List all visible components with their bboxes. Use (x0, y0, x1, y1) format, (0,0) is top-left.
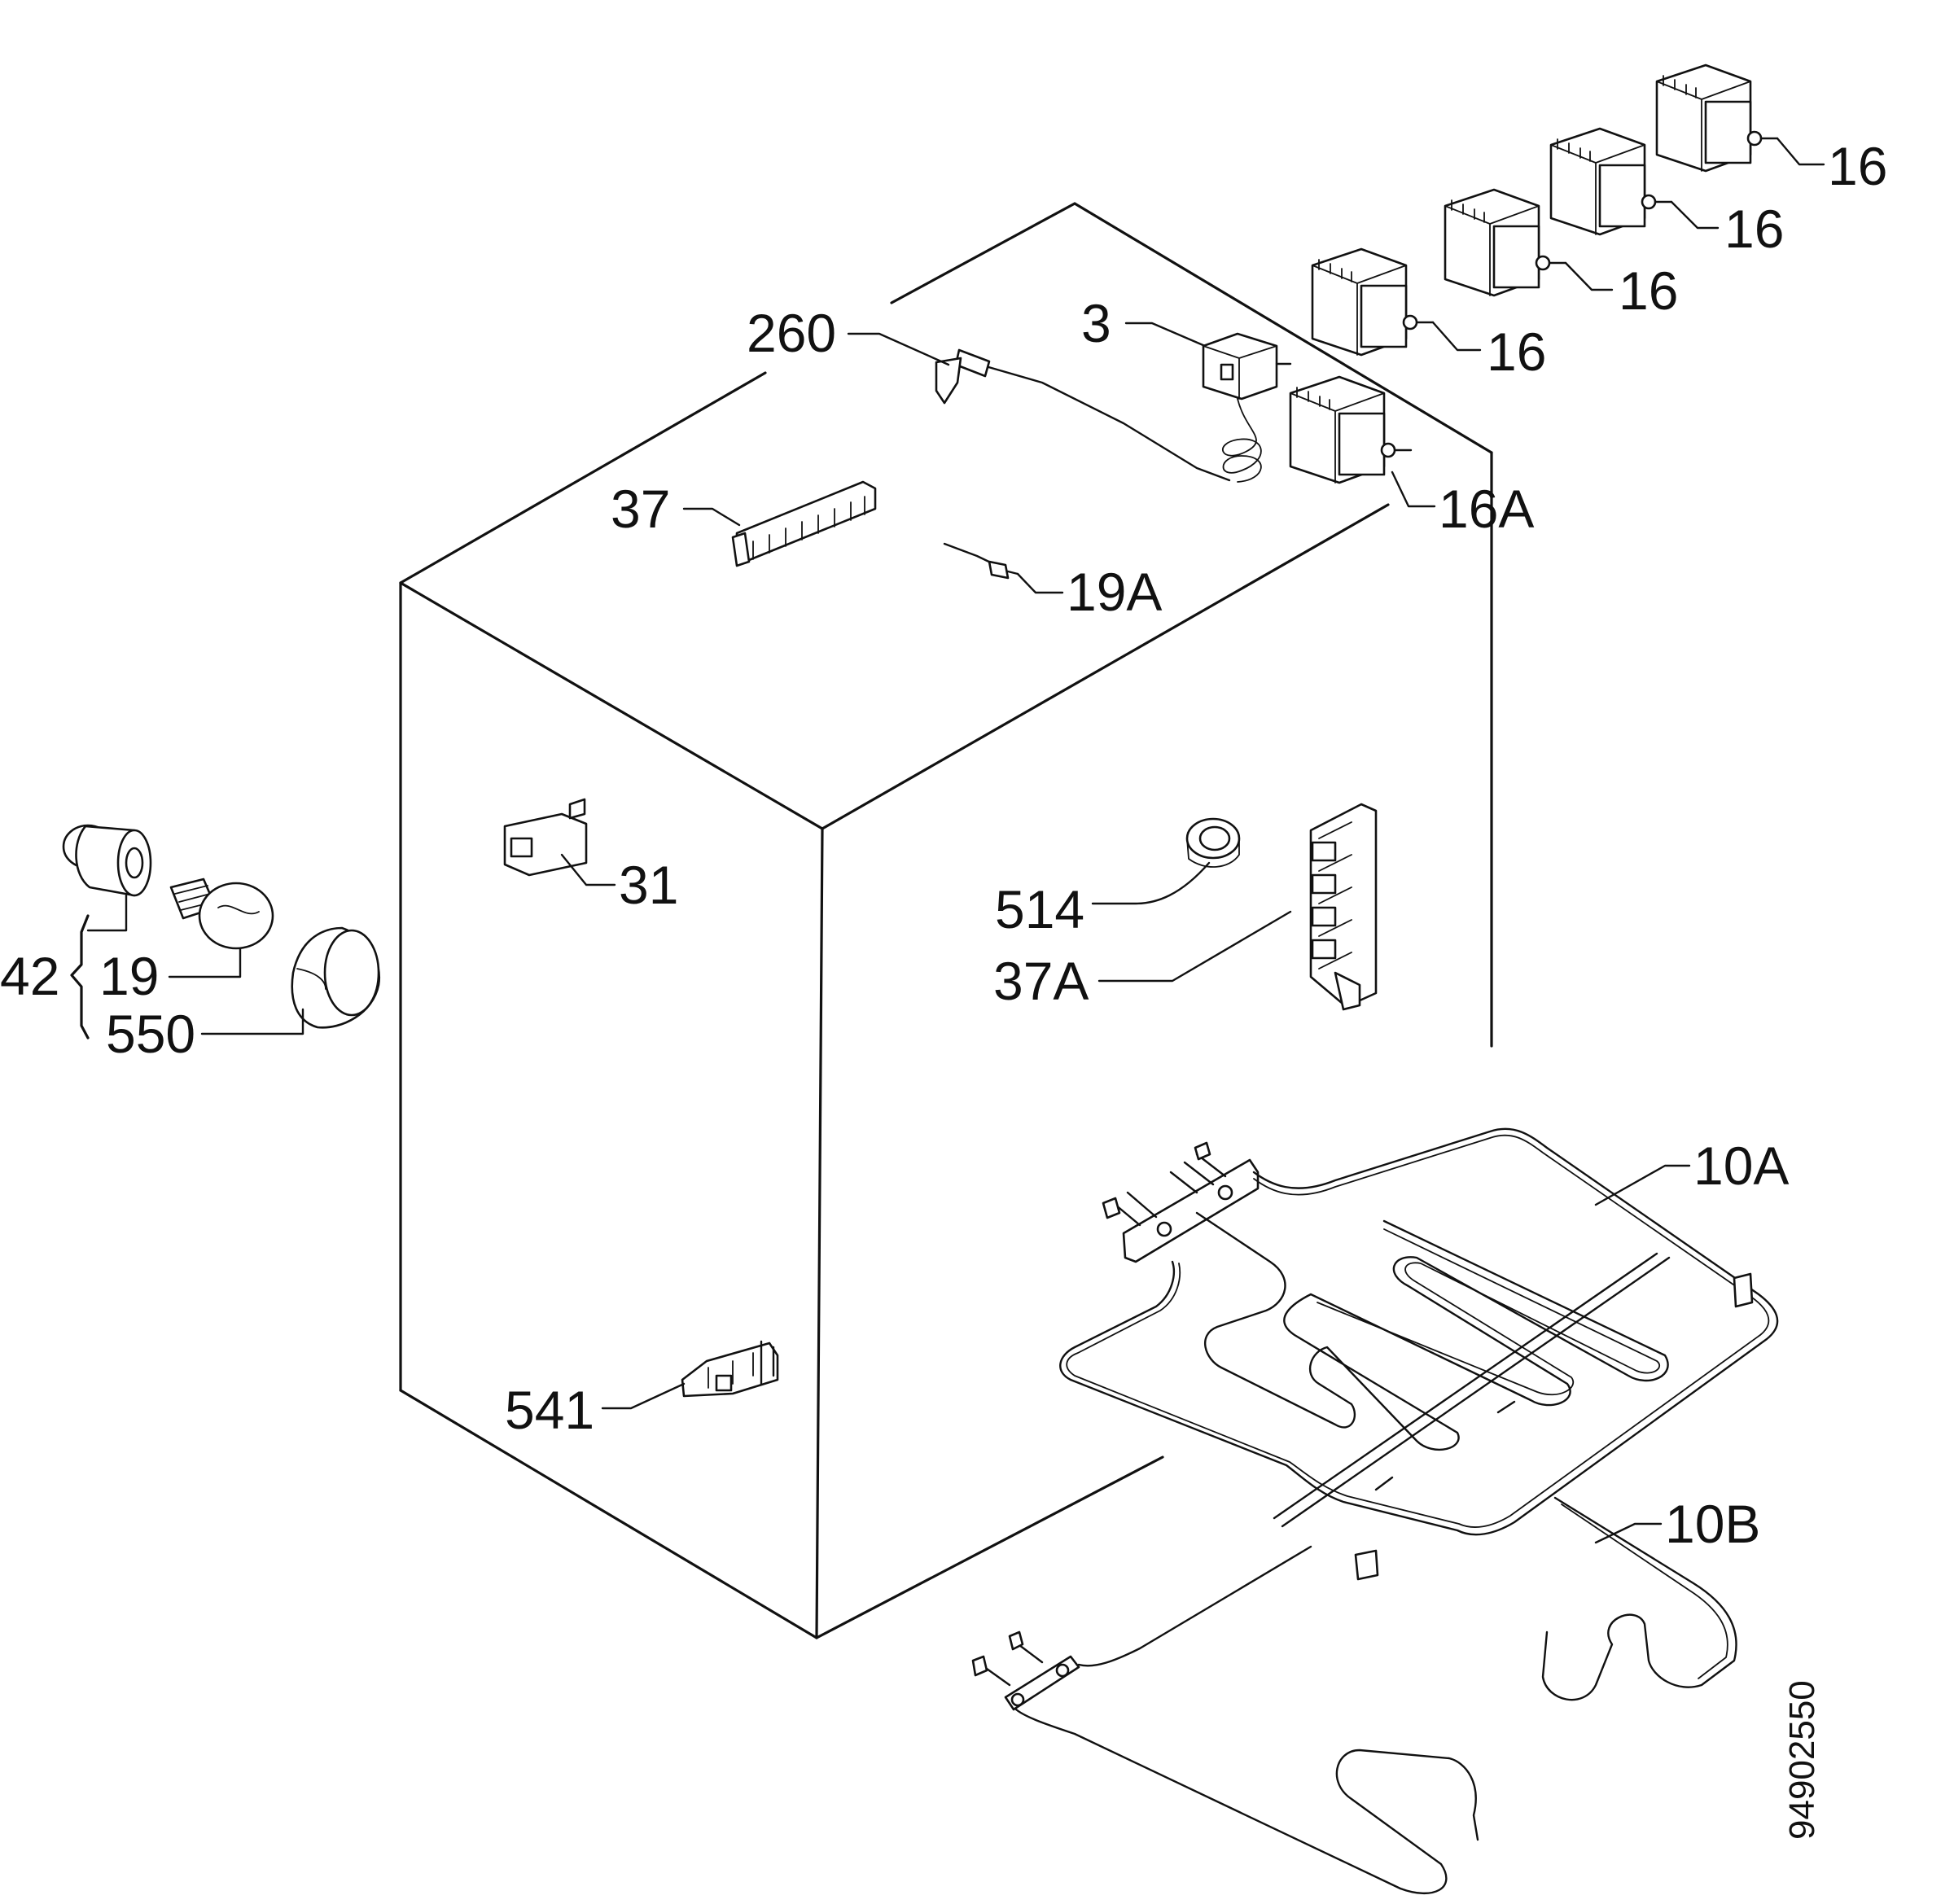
thermostat-3 (967, 332, 1292, 483)
lamp-holder (62, 824, 152, 897)
leader-19 (168, 947, 242, 978)
label-550: 550 (106, 1004, 195, 1064)
leader-37A (1097, 910, 1292, 983)
label-16-d: 16 (1487, 322, 1546, 382)
relay-31 (503, 798, 588, 877)
label-16A: 16A (1439, 479, 1534, 539)
leader-260 (847, 332, 950, 366)
switch-16-a (1655, 63, 1779, 173)
leader-16-c (1564, 261, 1614, 291)
brace-42 (70, 914, 90, 1040)
drawing-number: 94902550 (1782, 1680, 1822, 1840)
fuse-19A (943, 542, 1019, 580)
leader-514 (1091, 861, 1211, 905)
leader-19A (1016, 572, 1064, 594)
leader-37 (682, 507, 741, 527)
lamp-cover-550 (291, 926, 381, 1029)
leader-16-d (1431, 321, 1482, 352)
label-19A: 19A (1067, 562, 1162, 622)
lamp-bulb-19 (169, 878, 274, 950)
leader-10B (1594, 1522, 1663, 1544)
leader-550 (200, 1008, 304, 1035)
switch-16A (1289, 375, 1413, 484)
heating-element-10A (1059, 1127, 1779, 1581)
label-37A: 37A (993, 951, 1089, 1011)
label-16-c: 16 (1619, 260, 1678, 321)
label-260: 260 (747, 303, 836, 363)
grommet-514 (1185, 817, 1241, 868)
label-16-a: 16 (1828, 136, 1887, 196)
leader-10A (1594, 1164, 1691, 1206)
terminal-block-37A (1309, 803, 1378, 1011)
hinge-541 (681, 1340, 779, 1398)
leader-16-a (1776, 137, 1825, 166)
label-3: 3 (1081, 293, 1111, 353)
label-37: 37 (611, 479, 670, 539)
label-541: 541 (505, 1380, 594, 1440)
heating-element-10B (971, 1496, 1737, 1895)
label-16-b: 16 (1724, 199, 1784, 259)
label-514: 514 (995, 879, 1084, 939)
label-10A: 10A (1693, 1136, 1789, 1196)
leader-31 (560, 853, 616, 886)
switch-16-d (1311, 247, 1435, 357)
leader-16A (1391, 471, 1436, 508)
label-31: 31 (619, 855, 678, 915)
leader-3 (1124, 322, 1207, 348)
leader-16-b (1670, 200, 1720, 230)
terminal-block-37 (731, 480, 877, 567)
leader-lamp-holder (86, 894, 128, 932)
sensor-260 (935, 348, 991, 405)
switch-16-b (1549, 127, 1673, 236)
label-42: 42 (0, 946, 59, 1006)
label-10B: 10B (1665, 1494, 1760, 1554)
switch-16-c (1444, 188, 1567, 297)
leader-541 (601, 1382, 686, 1410)
label-19: 19 (99, 946, 159, 1006)
oven-cavity-box (399, 202, 1493, 1639)
